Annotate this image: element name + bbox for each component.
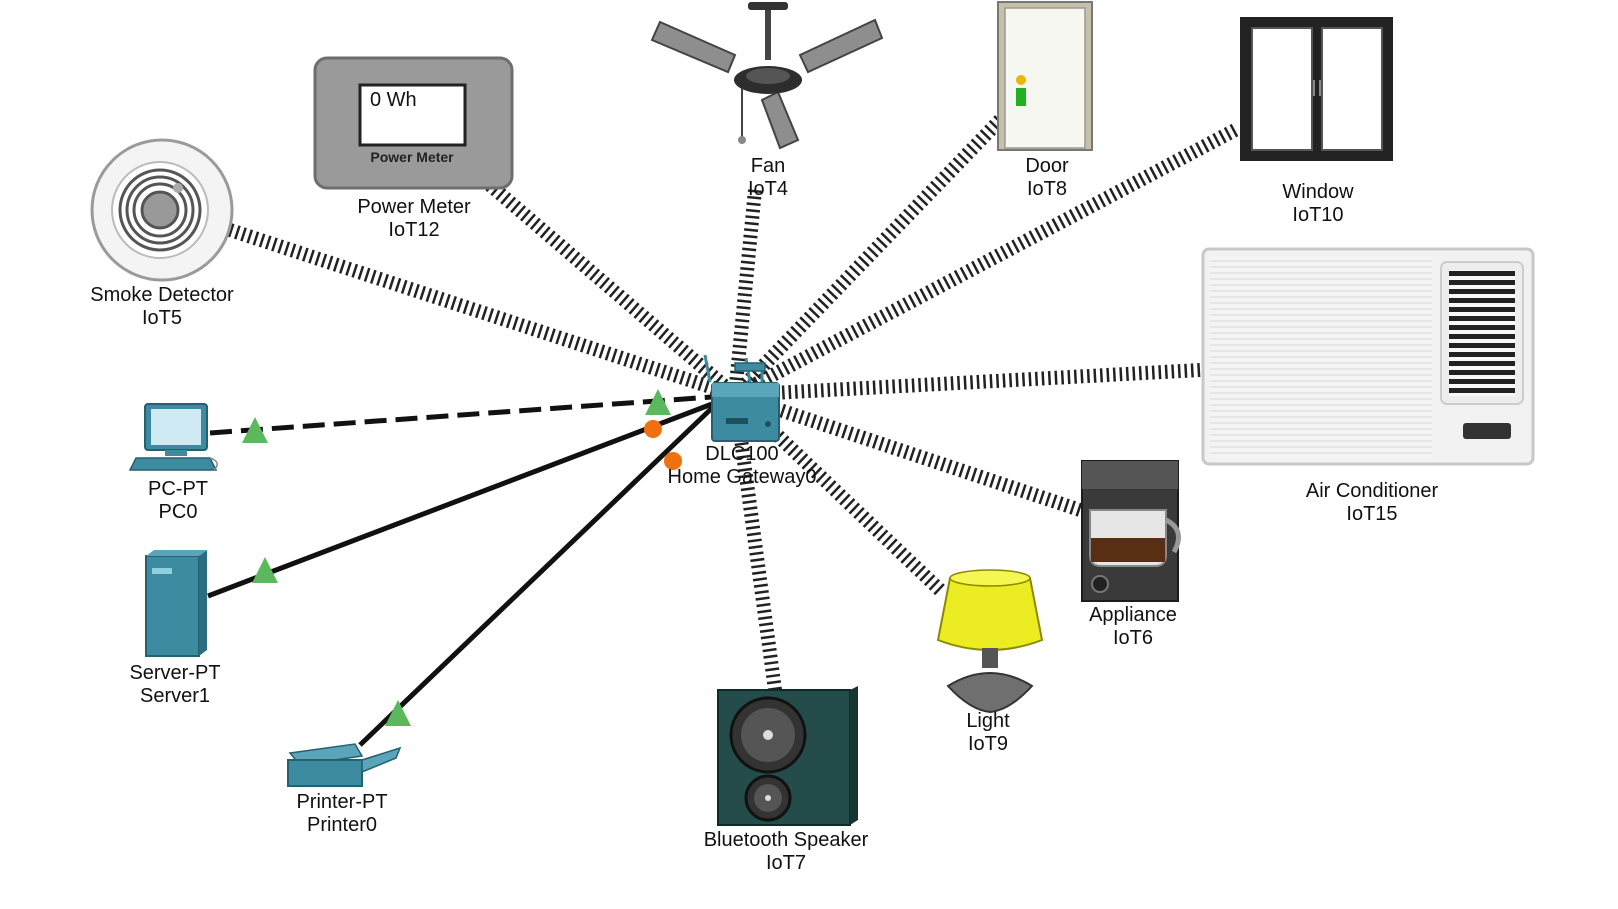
air-conditioner-label: Air Conditioner IoT15 bbox=[1306, 480, 1438, 526]
home-gateway-icon[interactable] bbox=[703, 354, 780, 442]
device-name-label: Printer0 bbox=[306, 814, 378, 836]
bluetooth-speaker-label: Bluetooth Speaker IoT7 bbox=[704, 829, 869, 875]
device-type-label: DLC100 bbox=[705, 443, 779, 465]
device-type-label: Light bbox=[966, 710, 1010, 732]
device-name-label: IoT4 bbox=[747, 178, 789, 200]
link-down-indicator bbox=[644, 420, 662, 438]
power-meter-panel-label: Power Meter bbox=[370, 149, 454, 165]
device-type-label: Appliance bbox=[1089, 604, 1177, 626]
link-up-indicator bbox=[385, 700, 411, 726]
printer-icon[interactable] bbox=[287, 743, 402, 787]
device-name-label: IoT7 bbox=[765, 852, 807, 874]
device-name-label: IoT5 bbox=[141, 307, 183, 329]
printer-label: Printer-PT Printer0 bbox=[296, 791, 387, 837]
device-type-label: Smoke Detector bbox=[90, 284, 234, 306]
device-name-label: PC0 bbox=[158, 501, 198, 523]
device-name-label: IoT8 bbox=[1026, 178, 1068, 200]
device-name-label: IoT6 bbox=[1112, 627, 1154, 649]
fan-label: Fan IoT4 bbox=[748, 155, 788, 201]
smoke-detector-label: Smoke Detector IoT5 bbox=[90, 284, 233, 330]
device-type-label: Door bbox=[1025, 155, 1069, 177]
link-power[interactable] bbox=[485, 179, 740, 401]
light-icon[interactable] bbox=[936, 569, 1044, 714]
smoke-detector-icon[interactable] bbox=[90, 138, 234, 282]
server-icon[interactable] bbox=[145, 550, 207, 657]
power-meter-icon[interactable]: 0 Wh Power Meter bbox=[313, 56, 514, 190]
window-icon[interactable] bbox=[1240, 17, 1393, 161]
pc-label: PC-PT PC0 bbox=[148, 478, 208, 524]
appliance-label: Appliance IoT6 bbox=[1089, 604, 1177, 650]
power-meter-display: 0 Wh bbox=[370, 89, 417, 111]
device-name-label: Home Gateway0 bbox=[667, 466, 817, 488]
link-door[interactable] bbox=[729, 115, 1006, 400]
gateway-label: DLC100 Home Gateway0 bbox=[668, 443, 817, 489]
device-type-label: Bluetooth Speaker bbox=[703, 829, 869, 851]
device-type-label: Server-PT bbox=[129, 662, 221, 684]
link-up-indicator bbox=[242, 417, 268, 443]
link-printer[interactable] bbox=[358, 406, 714, 747]
link-server[interactable] bbox=[207, 401, 713, 599]
device-name-label: IoT15 bbox=[1346, 503, 1398, 525]
light-label: Light IoT9 bbox=[966, 710, 1009, 756]
device-name-label: Server1 bbox=[139, 685, 211, 707]
device-type-label: Printer-PT bbox=[296, 791, 388, 813]
device-name-label: IoT12 bbox=[388, 219, 440, 241]
device-type-label: Fan bbox=[750, 155, 786, 177]
bluetooth-speaker-icon[interactable] bbox=[717, 686, 858, 826]
link-down-indicator bbox=[664, 452, 682, 470]
device-name-label: IoT10 bbox=[1292, 204, 1344, 226]
window-label: Window IoT10 bbox=[1282, 181, 1353, 227]
link-speaker[interactable] bbox=[728, 394, 782, 691]
device-type-label: Power Meter bbox=[357, 196, 471, 218]
air-conditioner-icon[interactable] bbox=[1201, 247, 1535, 466]
server-label: Server-PT Server1 bbox=[129, 662, 220, 708]
power-meter-label: Power Meter IoT12 bbox=[357, 196, 470, 242]
link-pc[interactable] bbox=[209, 394, 713, 436]
link-window[interactable] bbox=[731, 123, 1239, 402]
link-fan[interactable] bbox=[728, 189, 762, 396]
device-type-label: Window bbox=[1282, 181, 1354, 203]
fan-icon[interactable] bbox=[650, 2, 884, 150]
link-up-indicator bbox=[645, 389, 671, 415]
link-ac[interactable] bbox=[734, 363, 1201, 402]
link-smoke[interactable] bbox=[227, 223, 738, 402]
device-type-label: PC-PT bbox=[148, 478, 208, 500]
door-label: Door IoT8 bbox=[1025, 155, 1068, 201]
device-type-label: Air Conditioner bbox=[1305, 480, 1439, 502]
link-up-indicator bbox=[252, 557, 278, 583]
link-appliance[interactable] bbox=[732, 388, 1083, 517]
device-name-label: IoT9 bbox=[967, 733, 1009, 755]
pc-icon[interactable] bbox=[128, 403, 218, 471]
appliance-icon[interactable] bbox=[1081, 460, 1181, 602]
door-icon[interactable] bbox=[997, 1, 1093, 151]
